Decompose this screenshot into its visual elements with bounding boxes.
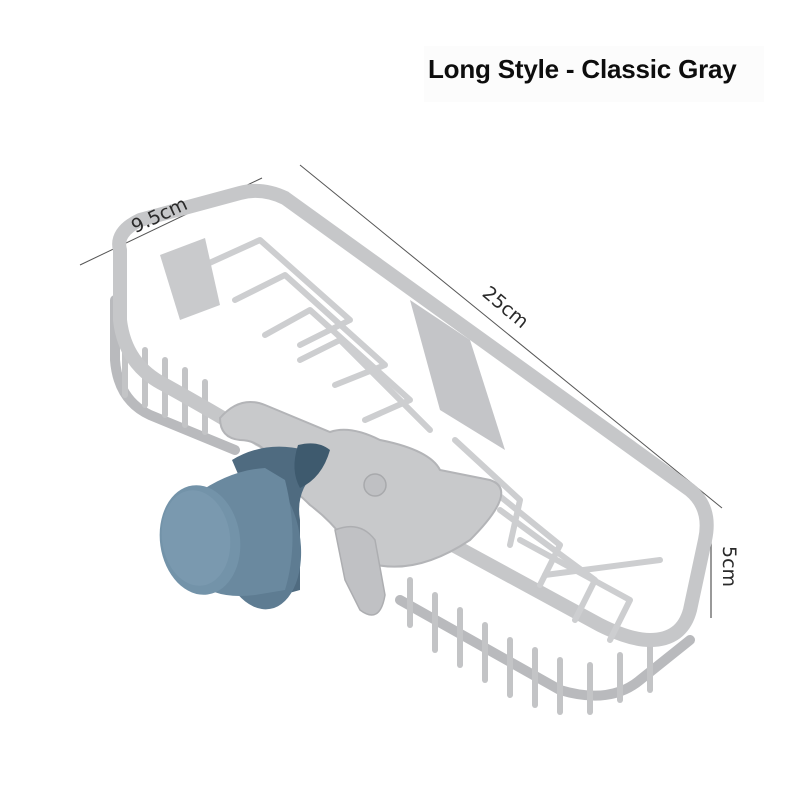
- basket: [110, 183, 714, 715]
- product-title: Long Style - Classic Gray: [428, 54, 737, 84]
- height-dimension-label: 5cm: [718, 546, 740, 588]
- title-banner: [424, 46, 764, 102]
- plate-screw: [363, 473, 387, 497]
- length-dimension-line: [299, 164, 723, 509]
- tightening-knob: [159, 468, 302, 610]
